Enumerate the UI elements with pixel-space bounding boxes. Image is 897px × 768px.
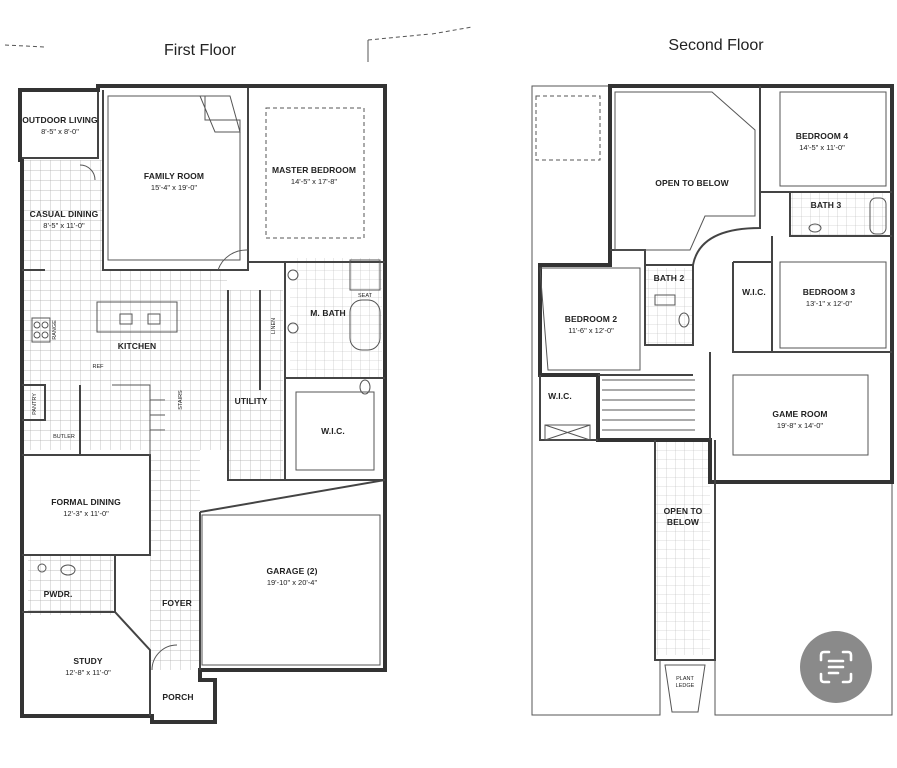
room-wic-b2-name: W.I.C. bbox=[548, 391, 572, 401]
scan-artifacts bbox=[4, 26, 473, 62]
second-floor-fixtures bbox=[602, 197, 887, 431]
second-floor-roof-dash bbox=[535, 95, 601, 161]
room-bedroom2-name: BEDROOM 2 bbox=[565, 314, 618, 324]
label-ref: REF bbox=[93, 364, 105, 370]
room-bath3-name: BATH 3 bbox=[811, 200, 842, 210]
label-stairs: STAIRS bbox=[178, 390, 184, 410]
room-m-bath-name: M. BATH bbox=[310, 308, 345, 318]
label-linen: LINEN bbox=[271, 318, 277, 334]
first-floor-fixtures bbox=[31, 95, 381, 671]
room-formal-dining-dims: 12'-3" x 11'-0" bbox=[63, 509, 109, 518]
room-porch-name: PORCH bbox=[162, 692, 193, 702]
room-wic-b3-name: W.I.C. bbox=[742, 287, 766, 297]
room-bath2-name: BATH 2 bbox=[654, 273, 685, 283]
room-outdoor-living-name: OUTDOOR LIVING bbox=[22, 115, 98, 125]
label-range: RANGE bbox=[52, 320, 58, 340]
second-floor-dashed-outlines bbox=[539, 91, 887, 713]
room-wic-name: W.I.C. bbox=[321, 426, 345, 436]
room-garage-dims: 19'-10" x 20'-4" bbox=[267, 578, 318, 587]
room-bedroom3-dims: 13'-1" x 12'-0" bbox=[806, 299, 852, 308]
room-outdoor-living-dims: 8'-5" x 8'-0" bbox=[41, 127, 79, 136]
room-game-room-name: GAME ROOM bbox=[772, 409, 827, 419]
room-bedroom2-dims: 11'-6" x 12'-0" bbox=[568, 326, 614, 335]
room-bedroom3-name: BEDROOM 3 bbox=[803, 287, 856, 297]
second-floor-interior-walls bbox=[539, 86, 892, 661]
room-bedroom4-dims: 14'-5" x 11'-0" bbox=[799, 143, 845, 152]
plant-ledge-line2: LEDGE bbox=[676, 683, 695, 689]
scan-text-button[interactable] bbox=[800, 631, 872, 703]
open-to-below-mid-line2: BELOW bbox=[667, 517, 700, 527]
room-garage-name: GARAGE (2) bbox=[266, 566, 317, 576]
first-floor-interior-walls bbox=[22, 88, 386, 716]
room-master-bedroom-dims: 14'-5" x 17'-8" bbox=[291, 177, 337, 186]
second-floor-title: Second Floor bbox=[668, 37, 764, 54]
label-pantry: PANTRY bbox=[32, 393, 38, 415]
first-floor-outer-wall bbox=[18, 84, 387, 724]
room-family-room-dims: 15'-4" x 19'-0" bbox=[151, 183, 197, 192]
room-game-room-dims: 19'-8" x 14'-0" bbox=[777, 421, 823, 430]
plant-ledge-line1: PLANT bbox=[676, 676, 694, 682]
scan-text-icon bbox=[819, 650, 853, 684]
first-floor-labels: OUTDOOR LIVING 8'-5" x 8'-0" FAMILY ROOM… bbox=[22, 115, 372, 702]
room-utility-name: UTILITY bbox=[235, 396, 268, 406]
second-floor-labels: OPEN TO BELOW BEDROOM 4 14'-5" x 11'-0" … bbox=[548, 131, 855, 689]
room-casual-dining-name: CASUAL DINING bbox=[30, 209, 99, 219]
first-floor-tile-areas bbox=[22, 160, 382, 670]
label-seat: SEAT bbox=[358, 293, 373, 299]
room-master-bedroom-name: MASTER BEDROOM bbox=[272, 165, 356, 175]
room-study-name: STUDY bbox=[73, 656, 103, 666]
room-kitchen-name: KITCHEN bbox=[118, 341, 156, 351]
room-formal-dining-name: FORMAL DINING bbox=[51, 497, 121, 507]
room-foyer-name: FOYER bbox=[162, 598, 192, 608]
room-butler-name: BUTLER bbox=[53, 434, 75, 440]
room-family-room-name: FAMILY ROOM bbox=[144, 171, 204, 181]
room-study-dims: 12'-8" x 11'-0" bbox=[65, 668, 111, 677]
room-casual-dining-dims: 8'-5" x 11'-0" bbox=[43, 221, 85, 230]
room-bedroom4-name: BEDROOM 4 bbox=[796, 131, 849, 141]
first-floor-title: First Floor bbox=[164, 42, 237, 59]
room-pwdr-name: PWDR. bbox=[44, 589, 73, 599]
open-to-below-mid-line1: OPEN TO bbox=[664, 506, 703, 516]
room-open-to-below-name: OPEN TO BELOW bbox=[655, 178, 729, 188]
